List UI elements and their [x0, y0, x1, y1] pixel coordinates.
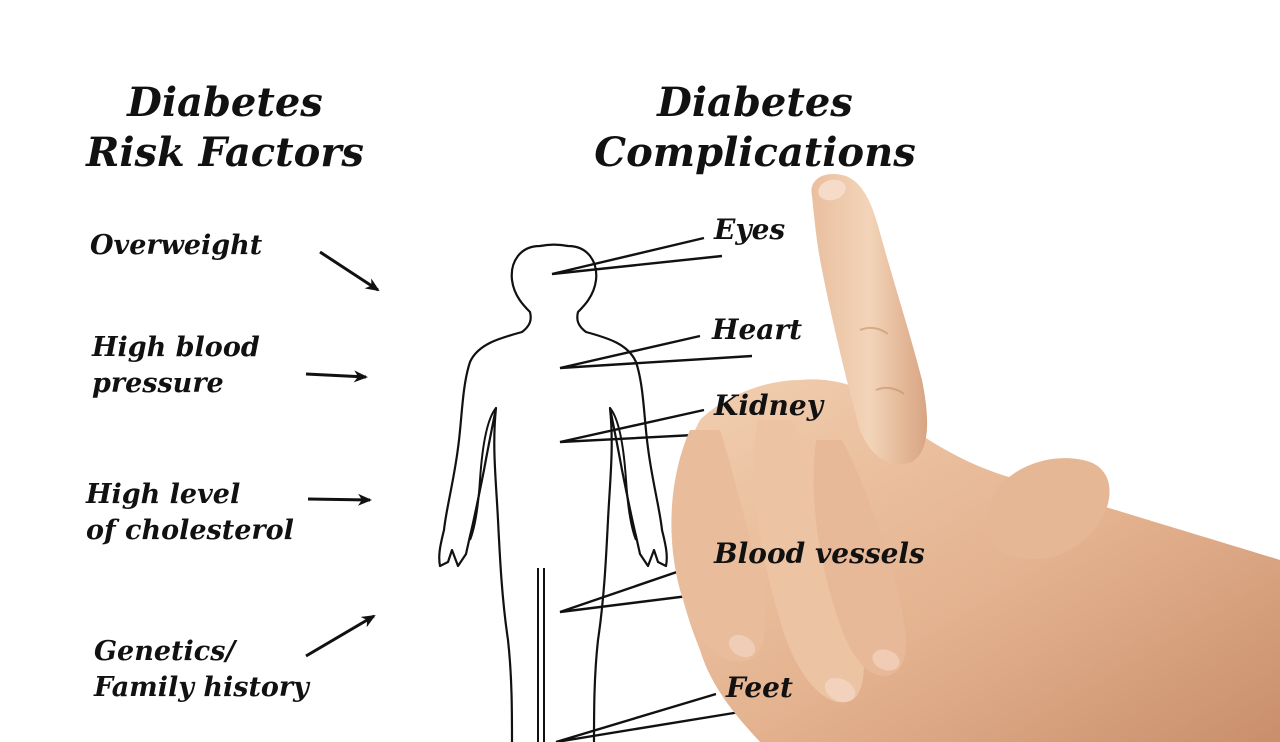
complications-title-line1: Diabetes	[580, 78, 930, 128]
complication-blood-vessels: Blood vessels	[714, 540, 925, 568]
leg-separation-line	[538, 568, 544, 742]
risk-factor-genetics: Genetics/ Family history	[94, 634, 309, 706]
risk-factor-label: High level	[86, 477, 294, 513]
risk-factors-title: Diabetes Risk Factors	[80, 78, 370, 178]
risk-factor-label: High blood	[92, 330, 260, 366]
leader-eyes	[552, 238, 722, 274]
complication-heart: Heart	[712, 316, 802, 344]
risk-factors-title-line1: Diabetes	[80, 78, 370, 128]
leader-feet	[556, 694, 740, 742]
arrow-overweight	[320, 252, 378, 290]
arrow-high-blood-pressure	[306, 374, 366, 377]
risk-factor-label: pressure	[92, 366, 260, 402]
risk-factor-high-blood-pressure: High blood pressure	[92, 330, 260, 402]
human-body-outline	[439, 245, 667, 742]
arrow-genetics	[306, 616, 374, 656]
risk-factor-label: Family history	[94, 670, 309, 706]
risk-factor-cholesterol: High level of cholesterol	[86, 477, 294, 549]
risk-factor-label: Overweight	[90, 228, 262, 264]
complication-feet: Feet	[726, 674, 793, 702]
risk-factor-label: Genetics/	[94, 634, 309, 670]
risk-factors-title-line2: Risk Factors	[80, 128, 370, 178]
risk-factor-label: of cholesterol	[86, 513, 294, 549]
complication-kidney: Kidney	[714, 392, 823, 420]
complications-title-line2: Complications	[580, 128, 930, 178]
risk-factor-overweight: Overweight	[90, 228, 262, 264]
pointing-hand-image	[671, 174, 1280, 742]
complications-title: Diabetes Complications	[580, 78, 930, 178]
complication-eyes: Eyes	[714, 216, 785, 244]
arrow-cholesterol	[308, 499, 370, 500]
